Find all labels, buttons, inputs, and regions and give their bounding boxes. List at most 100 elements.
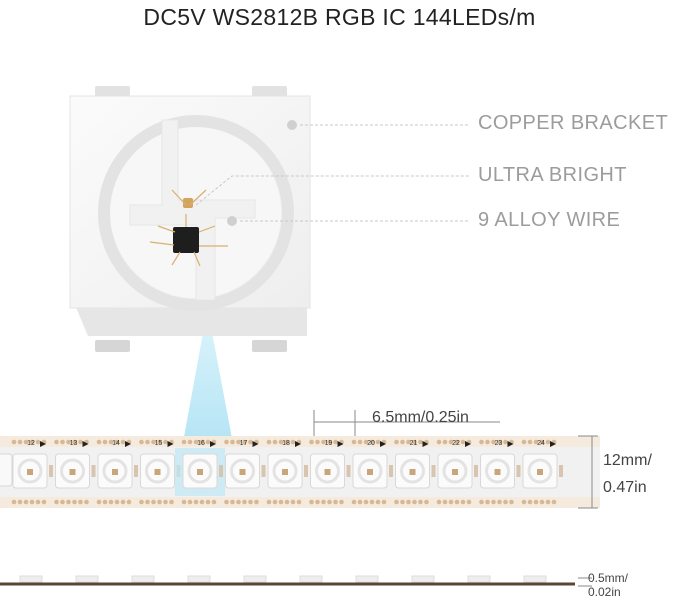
strip-led-ring xyxy=(400,458,425,484)
strip-number: 19 xyxy=(325,440,333,447)
strip-resistor xyxy=(389,465,393,477)
strip-number: 20 xyxy=(367,440,375,447)
light-beam xyxy=(178,322,238,470)
strip-pad xyxy=(66,439,71,445)
strip-pad xyxy=(157,499,162,505)
strip-number: 16 xyxy=(197,440,205,447)
strip-pad xyxy=(236,499,241,505)
strip-led-ring xyxy=(442,458,468,484)
strip-pad xyxy=(400,499,405,505)
strip-number: 18 xyxy=(282,440,290,447)
side-led xyxy=(187,575,211,583)
chip-pad-top-left xyxy=(95,86,130,98)
strip-led-die xyxy=(324,469,331,475)
strip-pad xyxy=(290,499,296,505)
strip-pad xyxy=(278,439,284,445)
strip-resistor xyxy=(474,465,478,477)
strip-pad xyxy=(248,439,253,445)
strip-pad xyxy=(78,439,83,445)
strip-pad xyxy=(96,499,102,505)
strip-arrow xyxy=(550,441,556,447)
strip-pad xyxy=(454,499,460,505)
strip-pad xyxy=(448,499,454,505)
strip-pad xyxy=(60,439,65,445)
side-led xyxy=(355,575,379,583)
strip-resistor xyxy=(261,465,266,477)
strip-arrow xyxy=(82,441,89,447)
strip-resistor xyxy=(134,465,138,477)
strip-pad xyxy=(290,439,296,445)
callout-line-bright xyxy=(195,175,470,206)
strip-led-die xyxy=(239,469,246,475)
led-die xyxy=(183,198,193,208)
strip-pad xyxy=(29,499,35,505)
strip-arrow xyxy=(295,441,301,447)
strip-resistor xyxy=(516,465,521,477)
strip-led-ring xyxy=(272,458,298,484)
strip-pad xyxy=(272,499,278,505)
strip-pad xyxy=(102,499,108,505)
strip-pad xyxy=(230,499,235,505)
chip-pad-top-right xyxy=(252,86,287,98)
strip-pad xyxy=(66,499,71,505)
strip-pad xyxy=(406,439,411,445)
strip-pad xyxy=(120,499,126,505)
strip-pad xyxy=(242,439,247,445)
side-led xyxy=(75,575,99,583)
strip-pad xyxy=(205,439,211,445)
side-led xyxy=(19,575,43,583)
strip-side-view xyxy=(0,575,592,587)
strip-arrow xyxy=(507,441,514,447)
strip-pad xyxy=(363,439,369,445)
strip-pad xyxy=(102,439,108,445)
spacing-label: 6.5mm/0.25in xyxy=(372,409,469,426)
strip-pad xyxy=(315,499,320,505)
strip-pad xyxy=(521,439,527,445)
strip-number: 23 xyxy=(495,440,503,447)
strip-led-ring xyxy=(230,458,255,484)
strip-pad xyxy=(351,439,357,445)
strip-resistor xyxy=(346,465,351,477)
side-led xyxy=(411,575,435,583)
callout-dot-copper xyxy=(287,120,297,130)
strip-pad xyxy=(11,499,17,505)
strip-pad xyxy=(539,499,545,505)
strip-pad xyxy=(41,499,47,505)
strip-pad xyxy=(333,499,338,505)
thickness-label-line1: 0.5mm/ xyxy=(588,571,629,585)
strip-pad xyxy=(545,499,551,505)
label-alloy-wire: 9 ALLOY WIRE xyxy=(478,209,621,231)
strip-led-ring xyxy=(102,458,128,484)
chip-pad-bottom-left xyxy=(95,340,130,352)
strip-pad xyxy=(145,499,150,505)
thickness-label-line2: 0.02in xyxy=(588,585,621,599)
strip-led-die xyxy=(409,469,416,475)
strip-pad xyxy=(503,499,508,505)
strip-pad xyxy=(363,499,369,505)
strip-pad xyxy=(266,499,272,505)
strip-pad xyxy=(400,439,405,445)
strip-pad xyxy=(266,439,272,445)
strip-pad xyxy=(151,439,156,445)
strip-pad xyxy=(321,439,326,445)
side-led xyxy=(299,575,323,583)
strip-pad xyxy=(309,439,314,445)
side-leds xyxy=(19,575,547,583)
strip-pad xyxy=(193,439,199,445)
strip-led-die xyxy=(367,469,373,475)
strip-pad xyxy=(479,439,484,445)
strip-pad xyxy=(491,439,496,445)
width-dimension xyxy=(578,435,598,509)
strip-pad xyxy=(460,439,466,445)
strip-pad xyxy=(224,439,229,445)
strip-led-die xyxy=(69,469,76,475)
strip-pad xyxy=(126,499,132,505)
strip-number: 13 xyxy=(70,440,78,447)
strip-arrow xyxy=(380,441,386,447)
strip-led-ring xyxy=(315,458,340,484)
strip-pad xyxy=(448,439,454,445)
chip-pad-bottom-right xyxy=(252,340,287,352)
product-title: DC5V WS2812B RGB IC 144LEDs/m xyxy=(143,4,536,30)
led-chip-closeup xyxy=(69,86,470,352)
